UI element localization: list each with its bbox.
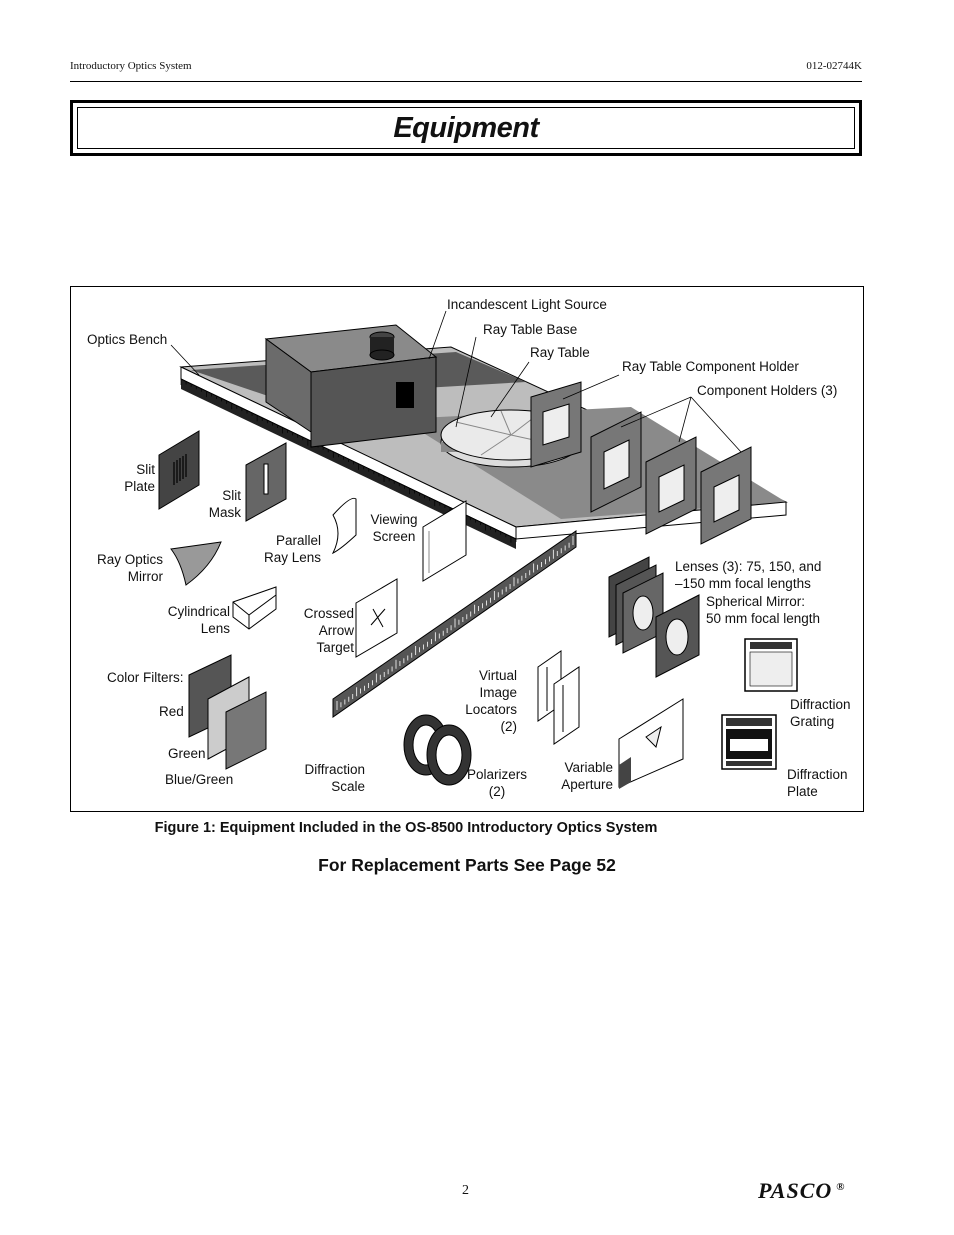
label-color-filters: Color Filters: — [107, 670, 184, 685]
label-spherical-mirror: Spherical Mirror: 50 mm focal length — [706, 594, 821, 626]
component-holder-3 — [700, 446, 752, 545]
diffraction-scale — [332, 530, 577, 718]
lens-holder-3 — [622, 572, 664, 654]
label-slit-mask: Slit Mask — [208, 488, 241, 520]
replacement-parts-note: For Replacement Parts See Page 52 — [318, 855, 616, 875]
label-crossed-arrow-target: Crossed Arrow Target — [303, 606, 354, 655]
header-doc-title: Introductory Optics System — [70, 60, 192, 72]
page-number: 2 — [462, 1183, 469, 1198]
variable-aperture — [618, 698, 684, 789]
component-holder-2 — [645, 436, 697, 535]
registered-mark: ® — [836, 1180, 846, 1193]
label-diffraction-scale: Diffraction Scale — [304, 762, 365, 794]
label-polarizers: Polarizers (2) — [466, 767, 528, 799]
label-ray-table: Ray Table — [530, 345, 590, 360]
virtual-image-locator-2 — [553, 666, 580, 745]
slit-mask — [245, 442, 287, 522]
title-inner-frame: Equipment — [77, 107, 855, 149]
label-ray-table-component-holder: Ray Table Component Holder — [622, 359, 799, 374]
diffraction-grating-slide — [744, 638, 798, 692]
component-holder-1 — [590, 411, 642, 513]
label-viewing-screen: Viewing Screen — [370, 512, 418, 544]
label-variable-aperture: Variable Aperture — [561, 760, 613, 792]
slit-plate — [158, 430, 200, 510]
label-incandescent-light-source: Incandescent Light Source — [447, 297, 607, 312]
label-ray-optics-mirror: Ray Optics Mirror — [96, 552, 163, 584]
label-lenses: Lenses (3): 75, 150, and –150 mm focal l… — [675, 559, 822, 591]
header-rule — [70, 81, 862, 82]
light-source-box — [264, 324, 438, 448]
page-title: Equipment — [393, 111, 539, 144]
equipment-figure: Incandescent Light Source Ray Table Base… — [70, 286, 864, 812]
title-frame: Equipment — [70, 100, 862, 156]
equipment-illustration — [158, 310, 798, 789]
label-parallel-ray-lens: Parallel Ray Lens — [263, 533, 321, 565]
viewing-screen — [422, 500, 467, 582]
label-optics-bench: Optics Bench — [87, 332, 168, 347]
color-filter-blue-green — [225, 691, 267, 770]
diffraction-scale-ticks — [336, 536, 574, 710]
ray-table-component-holder — [530, 381, 582, 468]
label-cylindrical-lens: Cylindrical Lens — [167, 604, 230, 636]
figure-caption: Figure 1: Equipment Included in the OS-8… — [154, 820, 658, 836]
label-blue-green: Blue/Green — [165, 772, 234, 787]
label-component-holders: Component Holders (3) — [697, 383, 838, 398]
label-slit-plate: Slit Plate — [124, 462, 155, 494]
pasco-logo-text: PASCO — [758, 1178, 833, 1203]
label-diffraction-grating: Diffraction Grating — [790, 697, 851, 729]
label-green: Green — [168, 746, 206, 761]
polarizer-2 — [426, 724, 472, 786]
cylindrical-lens — [232, 586, 277, 630]
pasco-logo: PASCO® — [758, 1178, 846, 1204]
crossed-arrow-target — [355, 578, 398, 658]
spherical-mirror — [655, 594, 700, 678]
label-ray-table-base: Ray Table Base — [483, 322, 578, 337]
leader-lines — [170, 310, 742, 453]
label-red: Red — [159, 704, 184, 719]
diffraction-plate-slide — [721, 714, 777, 770]
ray-optics-mirror — [170, 541, 222, 586]
label-virtual-image-locators: Virtual Image Locators (2) — [465, 668, 517, 734]
header-doc-number: 012-02744K — [806, 60, 862, 72]
label-diffraction-plate: Diffraction Plate — [787, 767, 848, 799]
parallel-ray-lens — [331, 497, 357, 555]
